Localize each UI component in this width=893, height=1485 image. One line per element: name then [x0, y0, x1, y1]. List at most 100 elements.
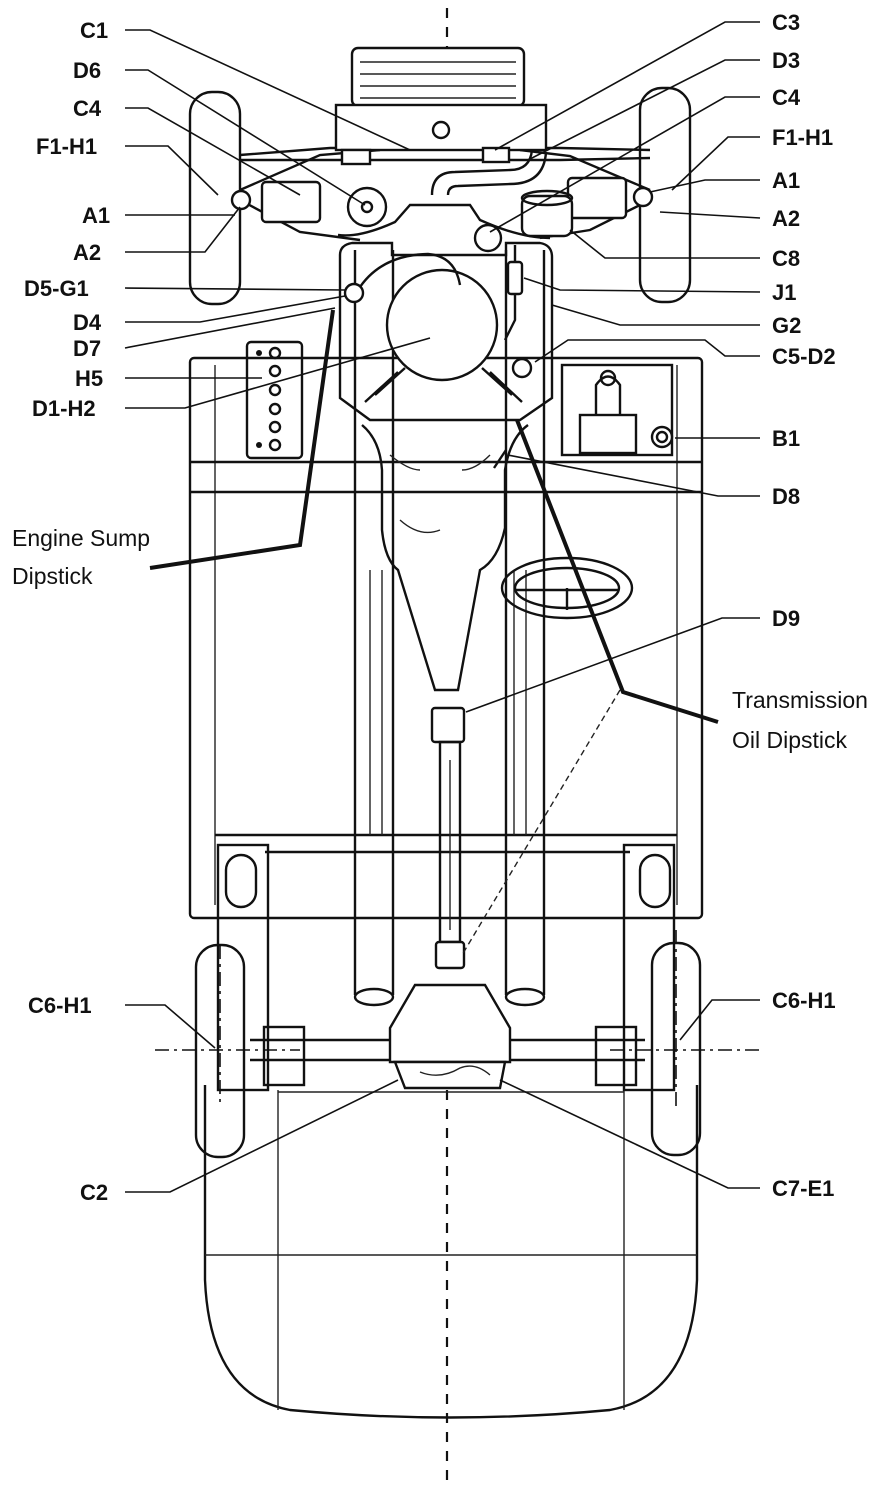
engine-block-outline [337, 203, 551, 240]
label-a1-right: A1 [772, 168, 800, 193]
radiator-fins [360, 61, 516, 99]
transmission-housing [361, 424, 529, 692]
leader-line [125, 107, 301, 196]
transmission-note-line2: Oil Dipstick [732, 727, 848, 753]
label-b1: B1 [772, 426, 800, 451]
panel-dot [256, 442, 262, 448]
fitting-c5 [511, 357, 533, 379]
label-c6-h1-left: C6-H1 [28, 993, 92, 1018]
leader-line [649, 179, 760, 193]
kingpin-right [632, 186, 654, 208]
label-g2: G2 [772, 313, 801, 338]
leader-line [125, 295, 346, 323]
leader-line [125, 1079, 399, 1193]
label-j1: J1 [772, 280, 796, 305]
universal-joint-rear [434, 940, 466, 970]
leader-line [489, 96, 760, 233]
fill-plug-b1 [650, 425, 674, 449]
hub-left [262, 1025, 306, 1087]
filter-c8-top [520, 189, 574, 207]
label-c1: C1 [80, 18, 108, 43]
kingpin-left [230, 189, 252, 211]
panel-fitting [268, 346, 282, 360]
label-a1-left: A1 [82, 203, 110, 228]
steering-wheel-spoke [515, 588, 618, 610]
leader-line [523, 277, 761, 293]
fill-plug-b1-inner [655, 430, 669, 444]
lift-cylinder-left-end [353, 987, 395, 1007]
air-cleaner [385, 268, 499, 382]
label-d1-h2: D1-H2 [32, 396, 96, 421]
leader-line [125, 29, 411, 151]
lift-cylinder-right [504, 250, 546, 995]
rear-pillar-right [622, 843, 676, 1092]
panel-fitting [268, 420, 282, 434]
fitting-d5 [343, 282, 365, 304]
label-d7: D7 [73, 336, 101, 361]
label-d5-g1: D5-G1 [24, 276, 89, 301]
leader-line [461, 689, 621, 956]
label-c6-h1-right: C6-H1 [772, 988, 836, 1013]
panel-dot [256, 350, 262, 356]
label-h5: H5 [75, 366, 103, 391]
panel-fitting [268, 438, 282, 452]
leader-line [679, 999, 760, 1041]
pulley [346, 186, 388, 228]
leader-line [125, 69, 366, 206]
leader-line [507, 454, 760, 497]
hub-right [594, 1025, 638, 1087]
pillar-hole-right [638, 853, 672, 909]
label-f1-h1-right: F1-H1 [772, 125, 833, 150]
leader-line [124, 307, 336, 349]
panel-fitting [268, 402, 282, 416]
leader-line [125, 206, 241, 253]
leader-line [465, 617, 760, 713]
transmission-oil-dipstick [515, 419, 719, 724]
engine-sump-dipstick [149, 309, 335, 570]
label-c4-left: C4 [73, 96, 102, 121]
label-d4: D4 [73, 310, 102, 335]
fuel-filter-j1 [506, 260, 524, 296]
leader-line [671, 136, 760, 191]
leader-line [569, 229, 760, 259]
control-valve [578, 413, 638, 455]
label-f1-h1-left: F1-H1 [36, 134, 97, 159]
differential-detail [419, 1065, 491, 1076]
transmission-detail [389, 454, 491, 534]
label-c5-d2: C5-D2 [772, 344, 836, 369]
control-panel [245, 340, 304, 460]
radiator-cap [431, 120, 451, 140]
leader-line [534, 339, 760, 363]
label-d3: D3 [772, 48, 800, 73]
breather-hose [356, 252, 462, 291]
lift-cylinder-left [353, 250, 395, 995]
mast-rail [369, 570, 527, 835]
leader-line [494, 21, 760, 151]
label-c8: C8 [772, 246, 800, 271]
label-d6: D6 [73, 58, 101, 83]
transmission-note-line1: Transmission [732, 687, 868, 713]
label-d9: D9 [772, 606, 800, 631]
universal-joint-front [430, 706, 466, 744]
air-cleaner-strut-left [364, 367, 406, 403]
air-cleaner-strut-right [481, 367, 523, 403]
rear-axle-beam [250, 1038, 645, 1062]
leader-line [659, 211, 761, 219]
leader-line [124, 287, 346, 291]
panel-fitting [268, 383, 282, 397]
label-c2: C2 [80, 1180, 108, 1205]
steer-cylinder-left [260, 180, 322, 224]
leader-line [499, 1079, 760, 1189]
hydraulic-tank [560, 363, 674, 457]
fitting-c3 [481, 146, 511, 164]
lift-cylinder-right-end [504, 987, 546, 1007]
fuel-line [503, 245, 517, 341]
engine-bay [338, 241, 554, 422]
leader-line [125, 145, 219, 196]
differential-bottom [393, 1060, 507, 1090]
label-d8: D8 [772, 484, 800, 509]
fitting-d8 [493, 449, 507, 469]
label-a2-right: A2 [772, 206, 800, 231]
panel-fitting [268, 364, 282, 378]
